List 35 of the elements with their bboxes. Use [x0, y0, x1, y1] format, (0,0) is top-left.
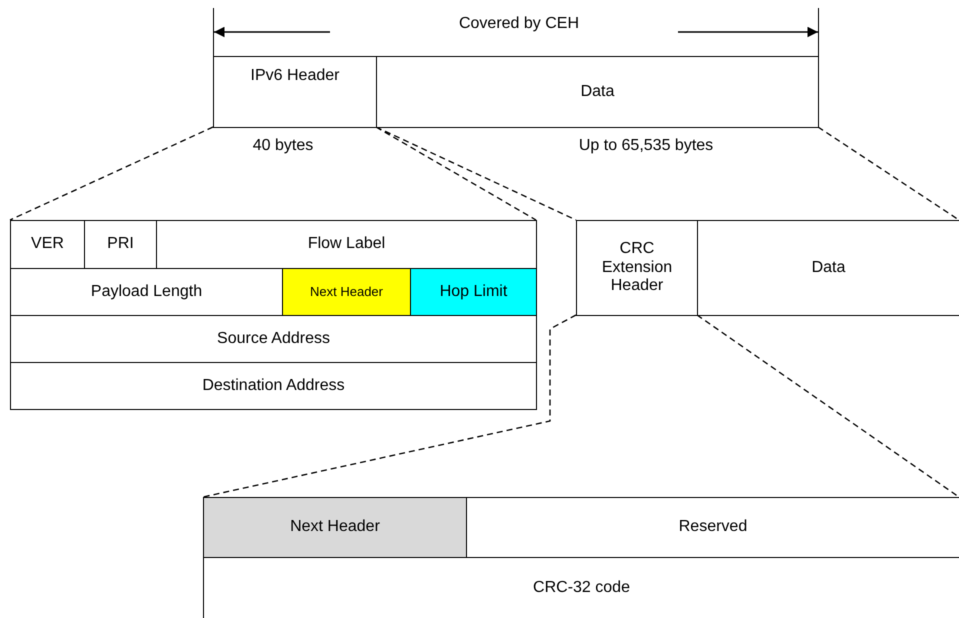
field-cell — [10, 315, 537, 363]
field-cell — [156, 220, 537, 269]
field-name: Hop Limit — [440, 282, 508, 302]
field-cell — [203, 497, 467, 558]
field-cell — [282, 268, 411, 316]
field-name: Reserved — [678, 518, 748, 537]
field-name: IPv6 Header — [250, 67, 340, 86]
field-cell — [213, 56, 377, 128]
field-name: Data — [580, 82, 614, 102]
zoom-line — [818, 126, 959, 221]
size-note: 40 bytes — [252, 137, 314, 155]
field-name: Data — [812, 258, 846, 278]
zoom-line — [376, 126, 576, 221]
size-note: Up to 65,535 bytes — [578, 137, 714, 155]
field-name: PRI — [107, 235, 134, 254]
field-name: VER — [31, 235, 64, 254]
field-name: Flow Label — [308, 235, 386, 254]
field-cell — [10, 220, 85, 269]
field-cell — [10, 362, 537, 410]
field-name: Next Header — [310, 284, 383, 300]
field-name: Next Header — [290, 518, 380, 537]
field-name: Payload Length — [90, 282, 202, 302]
dimension-label: Covered by CEH — [458, 15, 580, 33]
field-cell — [410, 268, 537, 316]
field-name: CRC Extension Header — [600, 240, 674, 296]
zoom-line — [696, 314, 959, 498]
field-cell — [576, 220, 698, 316]
field-name: Destination Address — [202, 376, 345, 396]
zoom-line — [202, 314, 576, 498]
field-name: Source Address — [217, 330, 330, 348]
field-cell — [697, 220, 959, 316]
field-cell — [376, 56, 819, 128]
zoom-line — [376, 126, 536, 221]
field-name: CRC-32 code — [533, 579, 630, 598]
zoom-line — [10, 126, 214, 221]
